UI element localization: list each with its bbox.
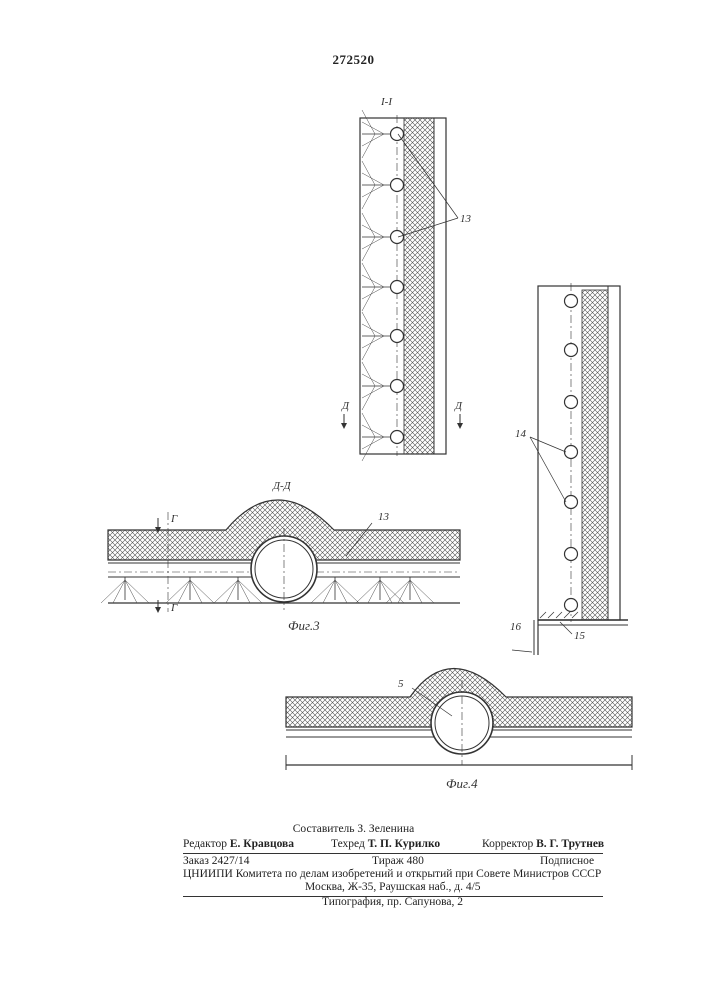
side-view-drawing (512, 283, 628, 655)
ref-label-5: 5 (398, 678, 404, 690)
imprint-divider-top (183, 853, 603, 854)
techred-credit: Техред Т. П. Курилко (331, 838, 440, 850)
fig4-caption: Фиг.4 (446, 776, 478, 792)
ref-label-13-sec3: 13 (378, 511, 389, 523)
ref-label-15: 15 (574, 630, 585, 642)
ref-label-13: 13 (460, 213, 471, 225)
corrector-credit: Корректор В. Г. Трутнев (482, 838, 604, 850)
techred-name: Т. П. Курилко (368, 838, 440, 850)
circulation: Тираж 480 (372, 855, 424, 867)
cut-mark-left: Д (342, 400, 349, 412)
editor-role: Редактор (183, 838, 227, 850)
subscription: Подписное (540, 855, 594, 867)
techred-role: Техред (331, 838, 365, 850)
printer-line: Типография, пр. Сапунова, 2 (322, 896, 463, 908)
order-number: Заказ 2427/14 (183, 855, 250, 867)
ref-label-14: 14 (515, 428, 526, 440)
editor-credit: Редактор Е. Кравцова (183, 838, 294, 850)
editor-name: Е. Кравцова (230, 838, 294, 850)
ref-label-16: 16 (510, 621, 521, 633)
corrector-role: Корректор (482, 838, 533, 850)
institute-line: ЦНИИПИ Комитета по делам изобретений и о… (183, 868, 603, 880)
cut-mark-top: Г (171, 513, 177, 525)
cut-mark-bottom: Г (171, 602, 177, 614)
corrector-name: В. Г. Трутнев (536, 838, 604, 850)
fig4-drawing (286, 669, 632, 771)
address-line: Москва, Ж-35, Раушская наб., д. 4/5 (305, 881, 481, 893)
section-I-drawing (344, 110, 460, 461)
section-D-drawing (101, 500, 460, 612)
compiler-line: Составитель З. Зеленина (0, 823, 707, 835)
cut-mark-right: Д (455, 400, 462, 412)
section-I-title: I-I (381, 96, 392, 108)
fig3-caption: Фиг.3 (288, 618, 320, 634)
section-D-title: Д-Д (273, 480, 291, 492)
